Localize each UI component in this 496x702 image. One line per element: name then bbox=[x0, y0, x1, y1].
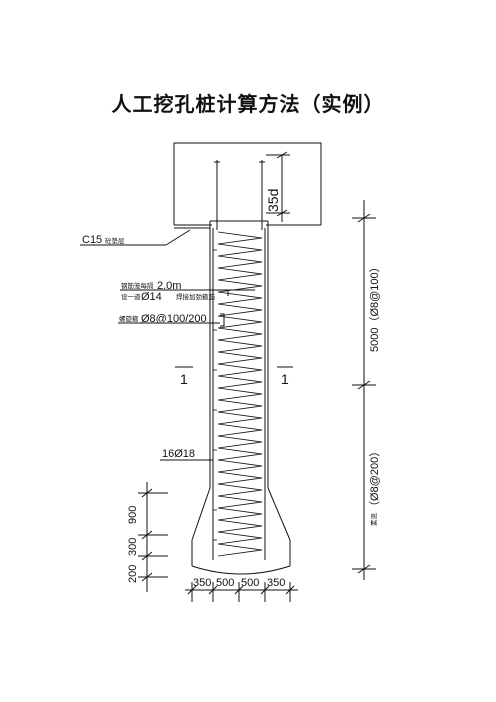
bottom-dimension bbox=[185, 582, 298, 602]
cushion-leader bbox=[80, 227, 210, 246]
left-bell-dimension bbox=[138, 482, 168, 592]
cushion-note: 砼垫层 bbox=[105, 236, 125, 245]
stiffener-spacing-value: 2.0m bbox=[157, 280, 181, 292]
pile-shaft bbox=[209, 220, 269, 492]
dim-lower-label: （Ø8@200） bbox=[368, 446, 381, 512]
spiral-hoops bbox=[217, 231, 263, 557]
right-dimension bbox=[352, 200, 376, 580]
dim-bottom-500-right: 500 bbox=[241, 577, 259, 589]
stiffener-bar-prefix: 设一道 bbox=[121, 292, 141, 301]
anchor-bars bbox=[214, 160, 265, 230]
pile-bell bbox=[191, 487, 291, 575]
dim-bell-300: 300 bbox=[127, 538, 139, 556]
dim-bell-900: 900 bbox=[127, 506, 139, 524]
anchor-length-dim bbox=[266, 151, 290, 222]
dim-bell-200: 200 bbox=[127, 565, 139, 583]
stiffener-bar-value: Ø14 bbox=[141, 291, 162, 303]
dim-bottom-350-left: 350 bbox=[193, 577, 211, 589]
spiral-prefix: 螺旋箍 bbox=[119, 314, 139, 323]
dim-bottom-500-left: 500 bbox=[216, 577, 234, 589]
dim-bottom-350-right: 350 bbox=[267, 577, 285, 589]
main-bars-label: 16Ø18 bbox=[162, 448, 195, 460]
dim-lower-prefix: 素混 bbox=[369, 513, 378, 527]
page-title: 人工挖孔桩计算方法（实例） bbox=[111, 92, 385, 116]
spiral-value: Ø8@100/200 bbox=[141, 313, 207, 325]
cushion-label: C15 bbox=[82, 234, 102, 246]
stiffener-leaders bbox=[118, 289, 255, 327]
section-mark-left: 1 bbox=[180, 371, 188, 387]
dim-upper-label: 5000（Ø8@100） bbox=[368, 261, 381, 352]
anchor-length-label: 35d bbox=[265, 189, 281, 212]
stiffener-spacing-prefix: 钢筋笼每隔 bbox=[121, 281, 154, 290]
stiffener-bar-suffix: 焊接加劲箍筋 bbox=[176, 292, 216, 301]
pile-cap bbox=[173, 142, 322, 226]
section-mark-right: 1 bbox=[281, 371, 289, 387]
